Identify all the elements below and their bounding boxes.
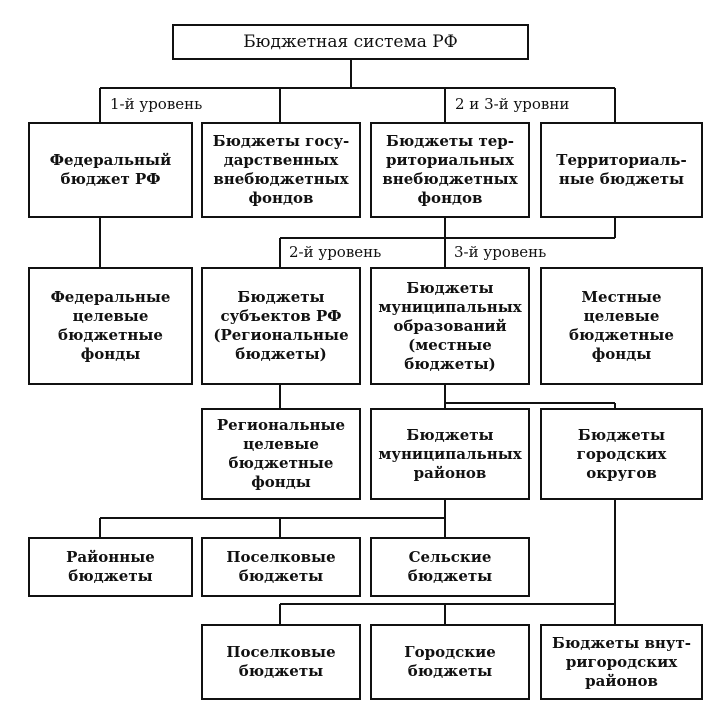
page-title: Бюджетная система РФ (172, 24, 529, 60)
level-2-label: 2-й уровень (287, 243, 384, 261)
settlement-budgets-box-lower: Поселковые бюджеты (201, 624, 361, 700)
level-1-label: 1-й уровень (108, 95, 205, 113)
federal-target-funds-box: Федеральные целевые бюджетные фонды (28, 267, 193, 385)
level-3-label: 3-й уровень (452, 243, 549, 261)
district-budgets-box: Районные бюджеты (28, 537, 193, 597)
regional-target-funds-box: Региональные целевые бюджетные фонды (201, 408, 361, 500)
city-budgets-box: Городские бюджеты (370, 624, 530, 700)
local-target-funds-box: Местные целевые бюджетные фонды (540, 267, 703, 385)
territorial-extrabudgetary-funds-box: Бюджеты тер- риториальных внебюджетных ф… (370, 122, 530, 218)
intracity-district-budgets-box: Бюджеты внут- ригородских районов (540, 624, 703, 700)
settlement-budgets-box: Поселковые бюджеты (201, 537, 361, 597)
municipal-district-budgets-box: Бюджеты муниципальных районов (370, 408, 530, 500)
municipal-budgets-box: Бюджеты муниципальных образований (местн… (370, 267, 530, 385)
regional-budgets-box: Бюджеты субъектов РФ (Региональные бюдже… (201, 267, 361, 385)
territorial-budgets-box: Территориаль- ные бюджеты (540, 122, 703, 218)
city-district-budgets-box: Бюджеты городских округов (540, 408, 703, 500)
federal-budget-box: Федеральный бюджет РФ (28, 122, 193, 218)
level-2-3-label: 2 и 3-й уровни (453, 95, 572, 113)
state-extrabudgetary-funds-box: Бюджеты госу- дарственных внебюджетных ф… (201, 122, 361, 218)
rural-budgets-box: Сельские бюджеты (370, 537, 530, 597)
